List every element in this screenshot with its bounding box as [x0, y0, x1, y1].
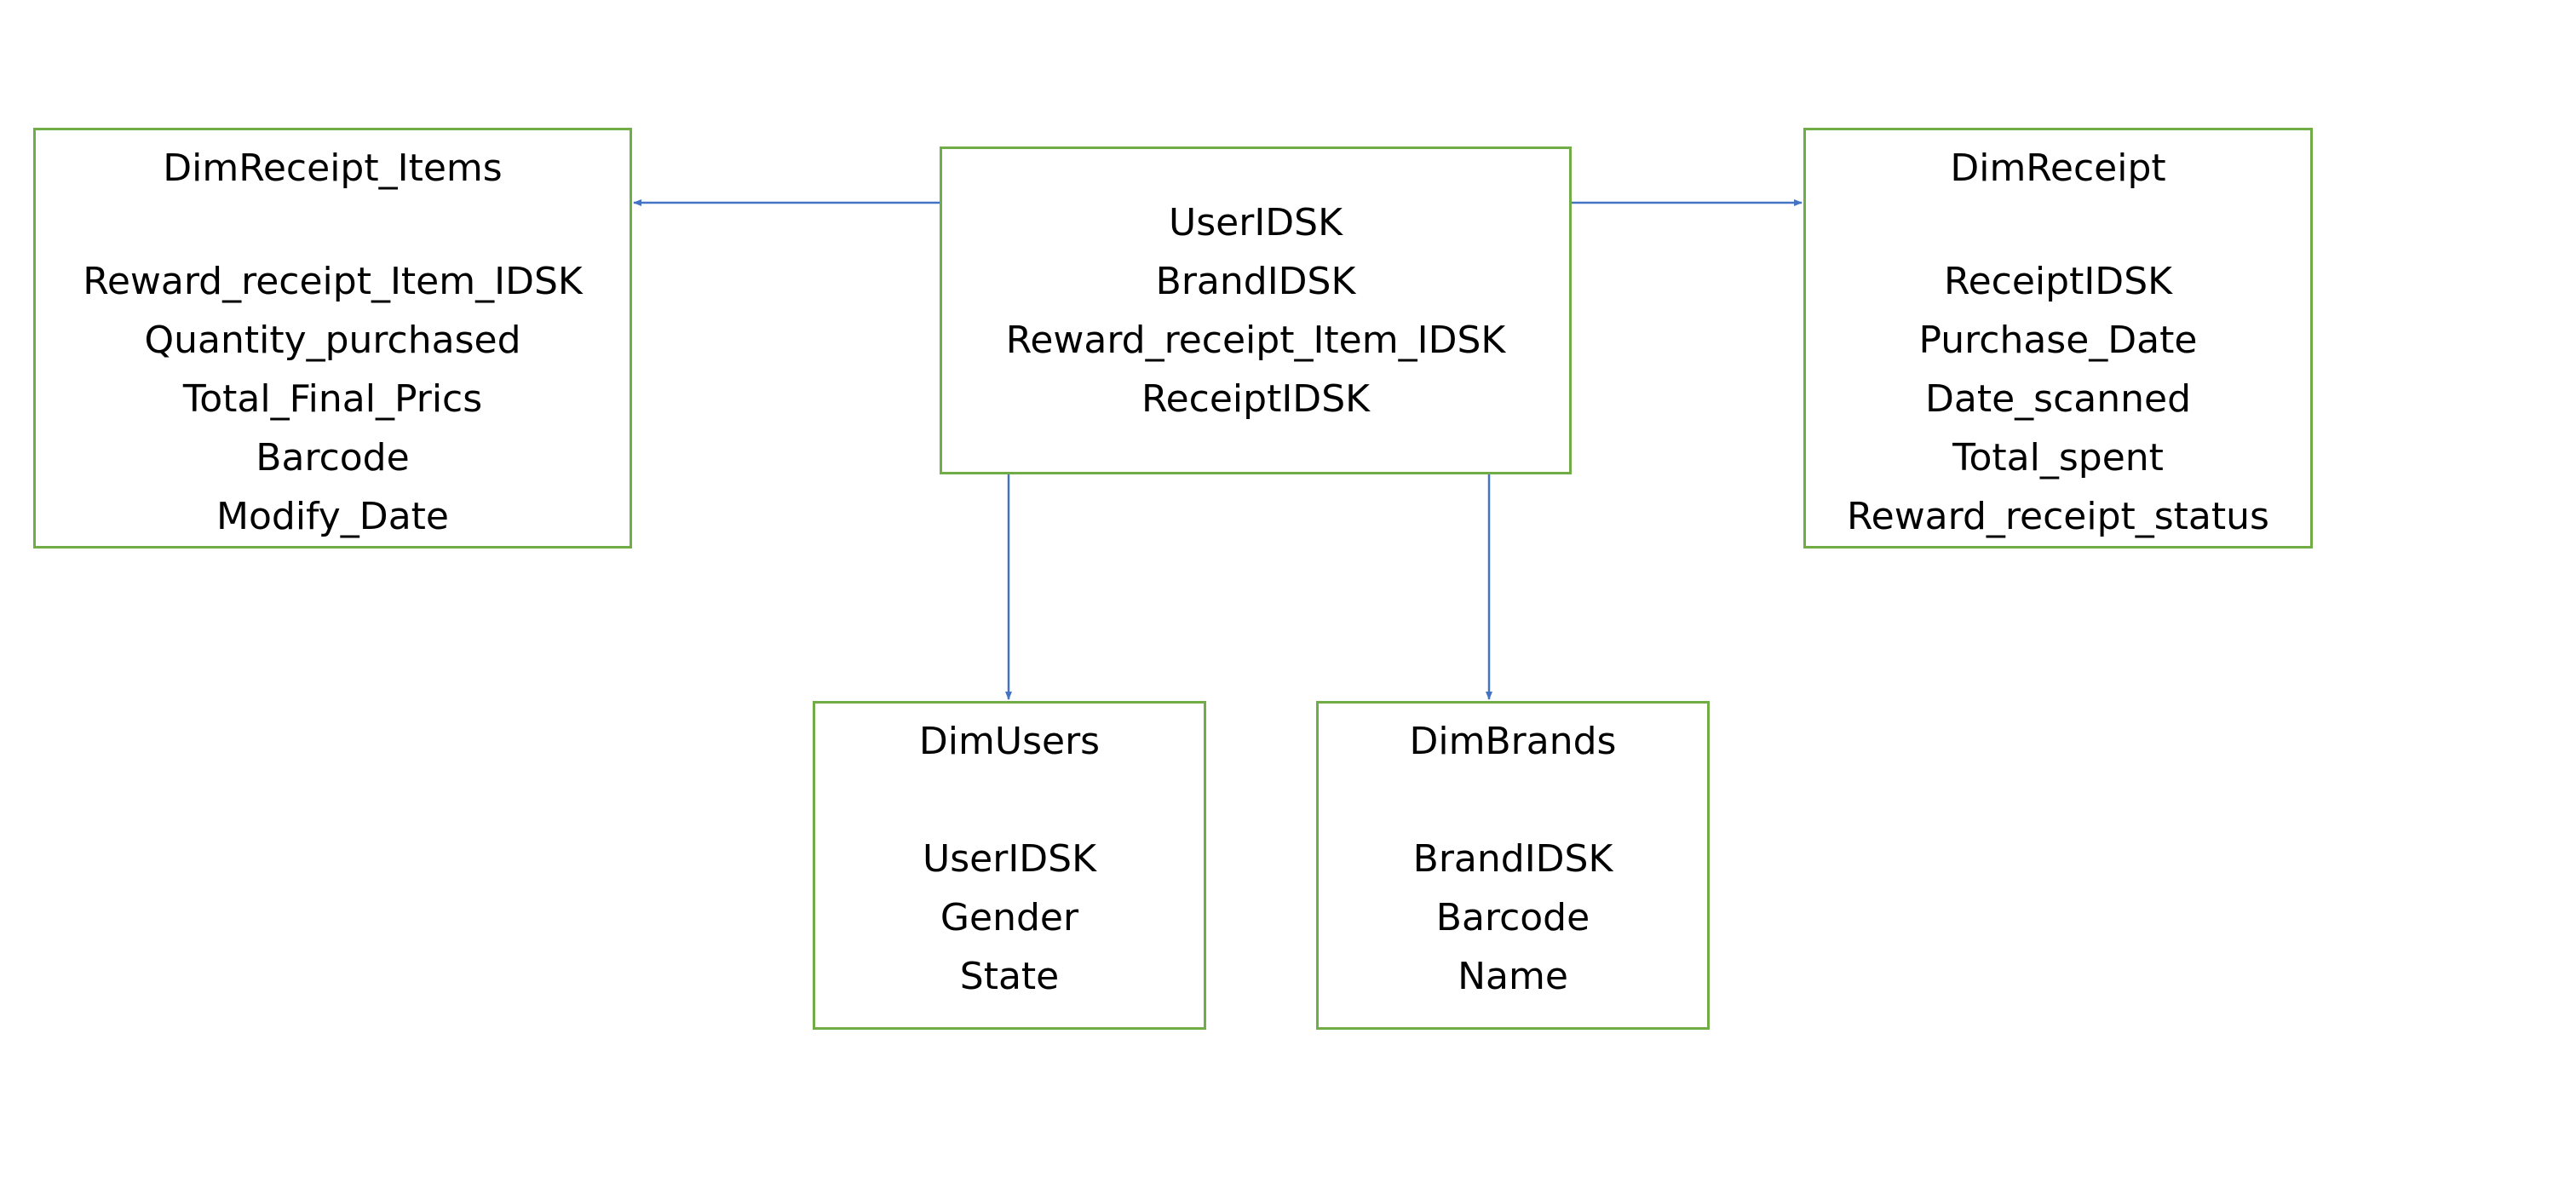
dim-users-field: State — [959, 955, 1060, 998]
dim-brands-field: BrandIDSK — [1412, 837, 1613, 881]
dim-users-field: Gender — [940, 896, 1079, 939]
fact-table-field: BrandIDSK — [1155, 260, 1356, 303]
dim-users-field: UserIDSK — [923, 837, 1096, 881]
dim-receipt-field: Reward_receipt_status — [1847, 495, 2269, 538]
dim-brands-title: DimBrands — [1409, 720, 1617, 763]
dim-receipt-field: ReceiptIDSK — [1944, 260, 2172, 303]
dim-receipt-items-field: Modify_Date — [216, 495, 449, 538]
fact-table-field: ReceiptIDSK — [1141, 377, 1370, 421]
dim-receipt-items-field: Reward_receipt_Item_IDSK — [83, 260, 583, 303]
dim-receipt-title: DimReceipt — [1950, 146, 2166, 190]
dim-users-table: DimUsers UserIDSK Gender State — [813, 701, 1206, 1030]
dim-receipt-field: Date_scanned — [1924, 377, 2192, 421]
dim-brands-table: DimBrands BrandIDSK Barcode Name — [1316, 701, 1710, 1030]
dim-brands-field: Name — [1458, 955, 1568, 998]
dim-receipt-items-title: DimReceipt_Items — [163, 146, 503, 190]
dim-receipt-field: Total_spent — [1952, 436, 2164, 480]
fact-table: UserIDSK BrandIDSK Reward_receipt_Item_I… — [940, 146, 1572, 474]
dim-receipt-table: DimReceipt ReceiptIDSK Purchase_Date Dat… — [1803, 128, 2313, 549]
fact-table-field: UserIDSK — [1169, 201, 1343, 244]
dim-brands-field: Barcode — [1435, 896, 1590, 939]
dim-receipt-items-field: Total_Final_Prics — [182, 377, 483, 421]
fact-table-field: Reward_receipt_Item_IDSK — [1005, 319, 1506, 362]
dim-receipt-items-field: Quantity_purchased — [144, 319, 521, 362]
dim-receipt-field: Purchase_Date — [1918, 319, 2198, 362]
dim-receipt-items-table: DimReceipt_Items Reward_receipt_Item_IDS… — [33, 128, 632, 549]
dim-users-title: DimUsers — [918, 720, 1101, 763]
dim-receipt-items-field: Barcode — [256, 436, 410, 480]
